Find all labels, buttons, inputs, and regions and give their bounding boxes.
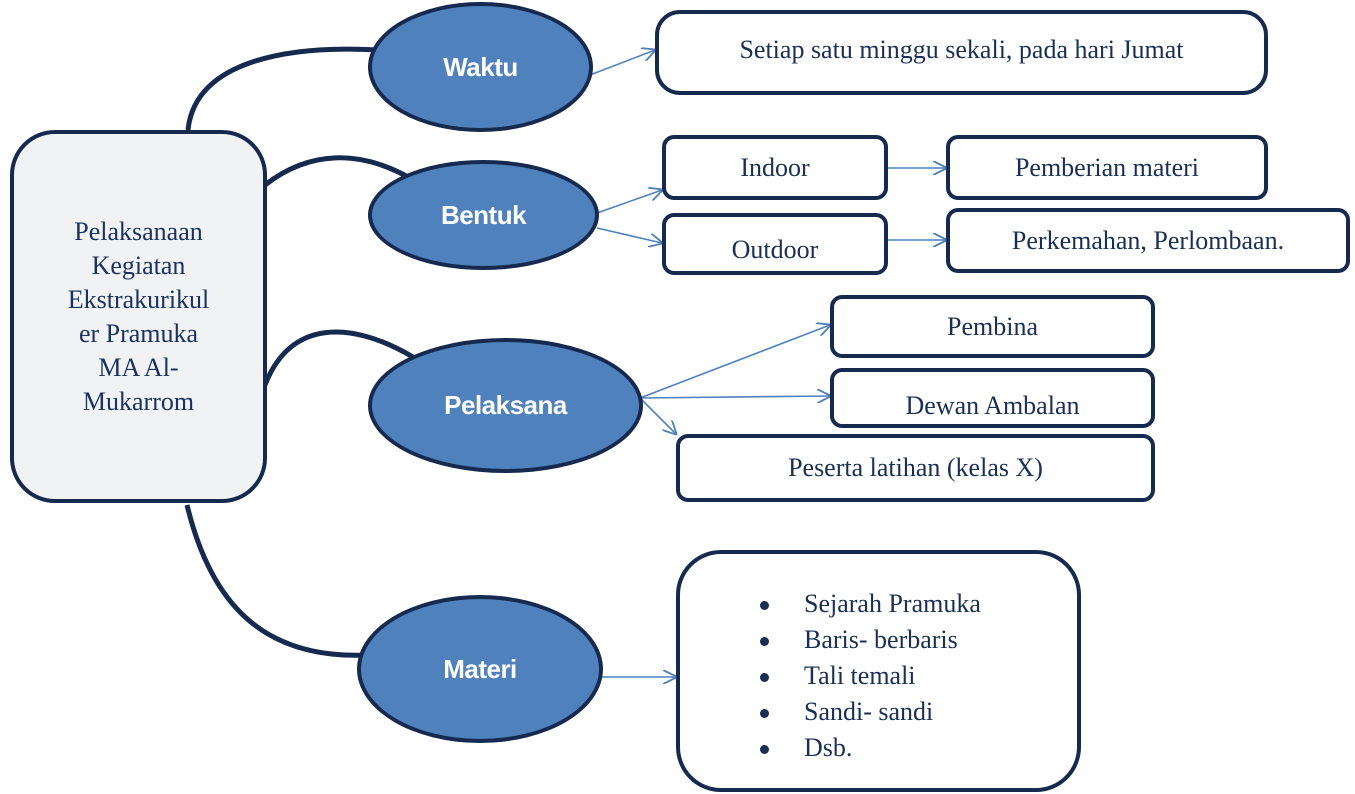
branch-waktu-label: Waktu bbox=[443, 51, 518, 82]
indoor-box: Indoor bbox=[662, 135, 888, 200]
arrow-bentuk-indoor bbox=[596, 190, 662, 214]
root-text: Pelaksanaan Kegiatan Ekstrakurikul er Pr… bbox=[68, 215, 210, 419]
list-item: Sejarah Pramuka bbox=[760, 586, 981, 622]
branch-waktu: Waktu bbox=[368, 2, 593, 132]
connector-pelaksana bbox=[262, 329, 415, 386]
branch-pelaksana: Pelaksana bbox=[368, 338, 643, 473]
arrow-pelaksana-pembina bbox=[639, 325, 830, 399]
indoor-desc-text: Pemberian materi bbox=[1014, 152, 1200, 182]
root-line: er Pramuka bbox=[78, 318, 199, 348]
indoor-desc-box: Pemberian materi bbox=[946, 135, 1268, 200]
outdoor-desc-box: Perkemahan, Perlombaan. bbox=[946, 208, 1350, 273]
outdoor-desc-text: Perkemahan, Perlombaan. bbox=[1011, 225, 1285, 255]
branch-bentuk-label: Bentuk bbox=[440, 199, 527, 230]
root-line: Pelaksanaan bbox=[74, 216, 203, 246]
arrow-pelaksana-peserta bbox=[639, 397, 676, 434]
arrow-pelaksana-dewan bbox=[639, 396, 830, 398]
branch-pelaksana-label: Pelaksana bbox=[444, 390, 567, 420]
materi-list: Sejarah Pramuka Baris- berbaris Tali tem… bbox=[760, 586, 981, 766]
root-node: Pelaksanaan Kegiatan Ekstrakurikul er Pr… bbox=[10, 130, 267, 503]
branch-bentuk: Bentuk bbox=[368, 160, 599, 270]
list-item: Tali temali bbox=[760, 658, 981, 694]
root-line: Mukarrom bbox=[82, 386, 195, 416]
peserta-text: Peserta latihan (kelas X) bbox=[788, 453, 1043, 483]
root-line: MA Al- bbox=[98, 352, 179, 382]
root-line: Ekstrakurikul bbox=[67, 284, 210, 314]
waktu-detail-box: Setiap satu minggu sekali, pada hari Jum… bbox=[655, 10, 1268, 95]
connector-bentuk bbox=[263, 155, 412, 187]
materi-list-box: Sejarah Pramuka Baris- berbaris Tali tem… bbox=[676, 550, 1081, 792]
connector-materi bbox=[184, 504, 369, 658]
arrow-bentuk-outdoor bbox=[596, 227, 662, 243]
waktu-detail-text: Setiap satu minggu sekali, pada hari Jum… bbox=[739, 35, 1184, 64]
connector-waktu bbox=[185, 46, 379, 131]
list-item: Sandi- sandi bbox=[760, 694, 981, 730]
list-item: Dsb. bbox=[760, 730, 981, 766]
dewan-box: Dewan Ambalan bbox=[830, 368, 1155, 428]
pembina-box: Pembina bbox=[830, 295, 1155, 358]
branch-materi-label: Materi bbox=[443, 653, 517, 684]
dewan-text: Dewan Ambalan bbox=[905, 391, 1080, 420]
list-item: Baris- berbaris bbox=[760, 622, 981, 658]
root-line: Kegiatan bbox=[91, 250, 186, 280]
peserta-box: Peserta latihan (kelas X) bbox=[676, 434, 1155, 502]
pembina-text: Pembina bbox=[947, 311, 1038, 341]
branch-materi: Materi bbox=[357, 595, 603, 743]
outdoor-label: Outdoor bbox=[731, 235, 819, 265]
indoor-label: Indoor bbox=[740, 152, 810, 182]
outdoor-box: Outdoor bbox=[662, 213, 888, 275]
arrow-waktu-detail bbox=[589, 50, 655, 76]
